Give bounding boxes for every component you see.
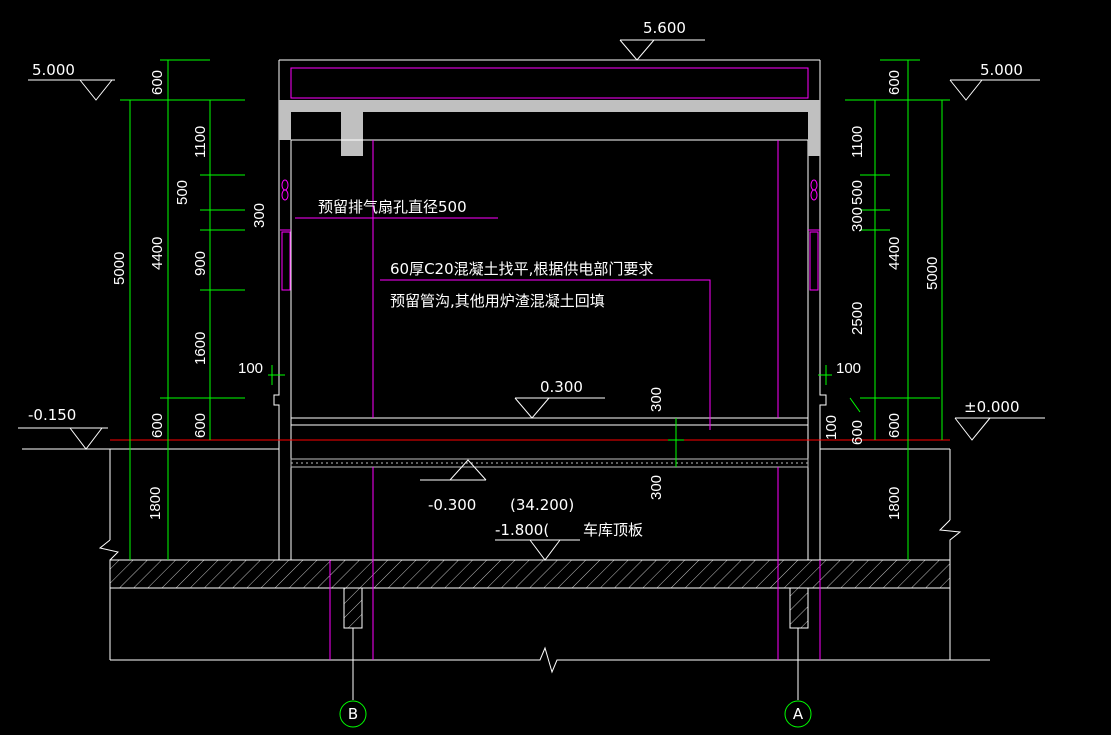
left-roof-corner — [279, 112, 291, 140]
fan-icon — [281, 179, 818, 201]
elev-left-top: 5.000 — [32, 61, 75, 79]
sub-floor-layer — [290, 458, 809, 468]
dim-left-middle: 4400 — [149, 237, 166, 270]
dim-right-small-0: 100 — [836, 360, 861, 377]
elev-right-ground: ±0.000 — [964, 398, 1020, 416]
dim-left-inner-3: 300 — [251, 203, 268, 228]
left-wall — [273, 60, 280, 560]
dim-left-inner-0: 600 — [149, 70, 166, 95]
elev-left-ground: -0.150 — [28, 406, 76, 424]
roof-slab — [279, 100, 820, 112]
building-section — [22, 59, 990, 700]
elevation-labels: 5.600 5.000 5.000 -0.150 ±0.000 0.300 -0… — [28, 19, 1023, 539]
dim-left-inner-8: 1800 — [147, 487, 164, 520]
elev-sub-floor: -0.300 — [428, 496, 476, 514]
elev-slab: -1.800( — [495, 521, 549, 539]
dim-right-outer: 5000 — [924, 257, 941, 290]
axis-a-label: A — [793, 705, 804, 723]
axis-b-label: B — [348, 705, 358, 723]
elev-absolute: (34.200) — [510, 496, 574, 514]
dim-left-inner-7: 600 — [192, 413, 209, 438]
dim-left-small: 100 — [238, 360, 263, 377]
beam-a — [789, 587, 809, 629]
elev-floor: 0.300 — [540, 378, 583, 396]
dim-right-inner-3: 300 — [849, 207, 866, 232]
elev-right-top: 5.000 — [980, 61, 1023, 79]
right-roof-corner — [808, 112, 820, 156]
garage-roof-slab — [109, 559, 951, 589]
dim-left-inner-6: 600 — [149, 413, 166, 438]
dim-right-inner-5: 600 — [849, 420, 866, 445]
dim-right-inner-4: 2500 — [849, 302, 866, 335]
left-dimension-texts: 5000 4400 600 1100 500 300 900 1600 600 … — [111, 70, 268, 520]
dim-right-inner-7: 1800 — [886, 487, 903, 520]
elevation-markers — [18, 39, 1045, 561]
dim-right-middle: 4400 — [886, 237, 903, 270]
dim-center-0: 300 — [648, 387, 665, 412]
dim-left-inner-4: 900 — [192, 251, 209, 276]
dim-left-inner-1: 1100 — [192, 126, 209, 158]
dim-center-1: 300 — [648, 475, 665, 500]
axis-markers: B A — [339, 700, 812, 728]
center-dimension-texts: 300 300 — [648, 387, 665, 500]
dim-right-inner-6: 600 — [886, 413, 903, 438]
annotation-lines — [280, 67, 821, 660]
beam-b — [343, 587, 363, 629]
dim-left-inner-2: 500 — [174, 180, 191, 205]
note-fan-hole: 预留排气扇孔直径500 — [318, 198, 467, 216]
note-garage-roof: 车库顶板 — [583, 521, 643, 539]
dim-right-inner-2: 500 — [849, 180, 866, 205]
break-line-bottom — [110, 646, 990, 674]
dim-right-inner-1: 1100 — [849, 126, 866, 158]
dim-right-inner-0: 600 — [886, 70, 903, 95]
dim-left-inner-5: 1600 — [192, 332, 209, 365]
dim-right-small-1: 100 — [823, 415, 840, 440]
elev-roof: 5.600 — [643, 19, 686, 37]
dim-left-outer: 5000 — [111, 252, 128, 285]
notes: 预留排气扇孔直径500 60厚C20混凝土找平,根据供电部门要求 预留管沟,其他… — [318, 198, 653, 539]
axis-a-bubble — [784, 700, 812, 728]
right-wall — [819, 60, 827, 560]
dimension-lines — [120, 59, 950, 560]
roof-beam — [341, 112, 363, 156]
right-dimension-texts: 5000 4400 600 1100 500 300 2500 600 600 … — [823, 70, 941, 520]
axis-b-bubble — [339, 700, 367, 728]
note-concrete-2: 预留管沟,其他用炉渣混凝土回填 — [390, 292, 605, 310]
note-concrete-1: 60厚C20混凝土找平,根据供电部门要求 — [390, 260, 653, 278]
